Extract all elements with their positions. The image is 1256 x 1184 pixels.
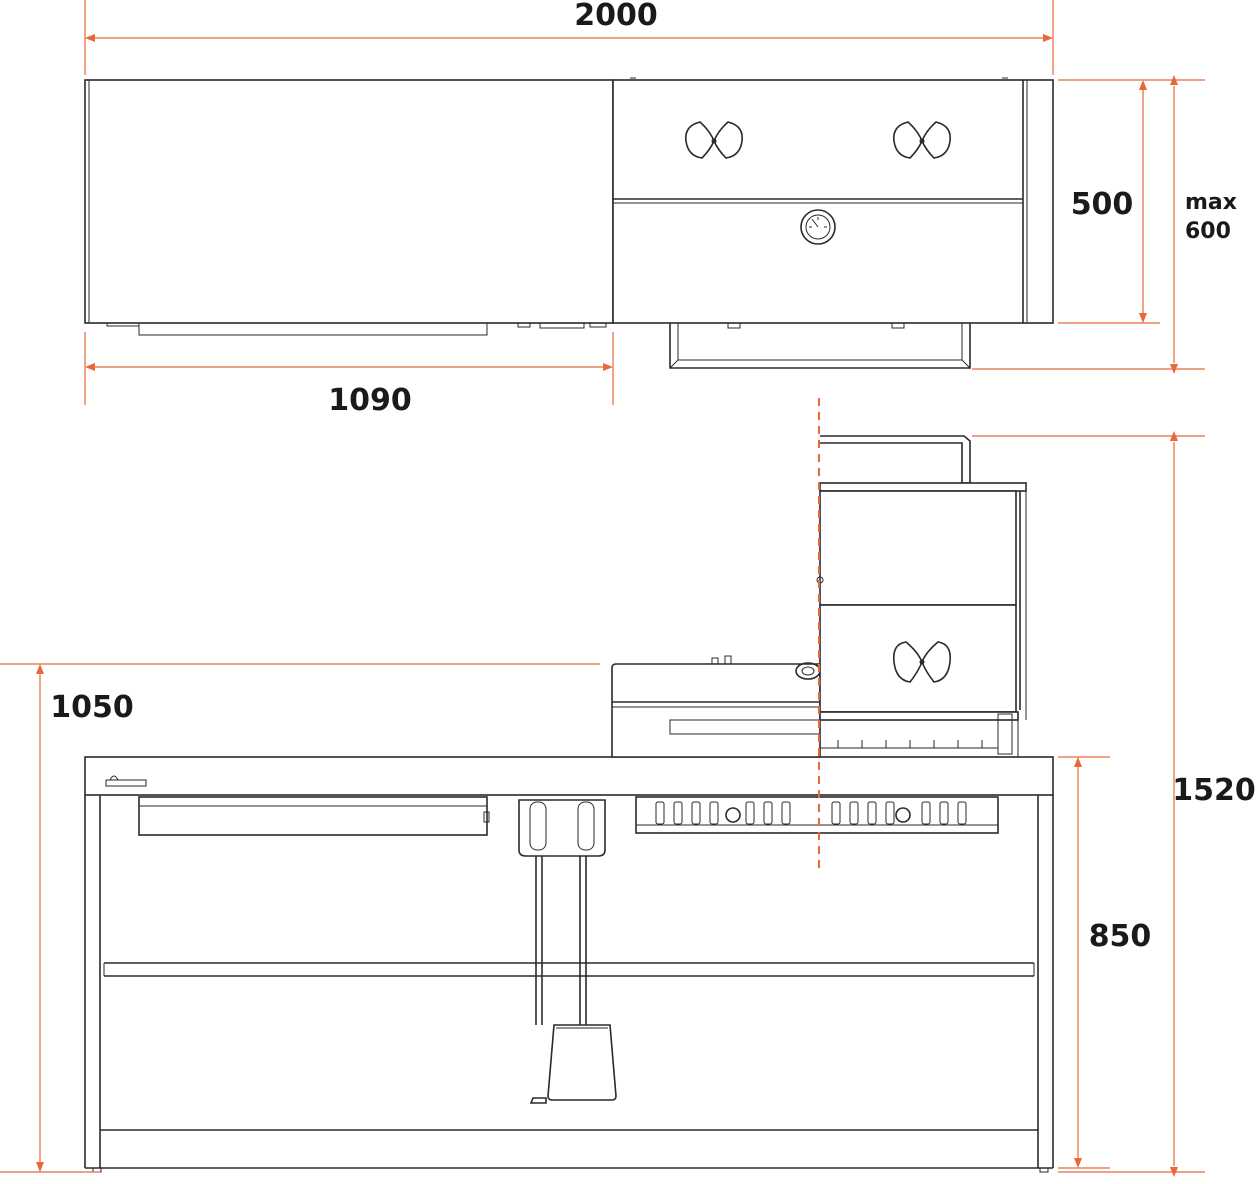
dim-max-depth-line1: max [1185, 190, 1237, 215]
dimension-500: 500 [1058, 79, 1160, 324]
knob-icon-2 [895, 807, 911, 823]
knob-icon-1 [725, 807, 741, 823]
dimension-2000: 2000 [84, 0, 1054, 75]
thermometer-icon [800, 209, 836, 245]
burner-icon-2 [892, 121, 952, 159]
control-panel [635, 796, 999, 834]
dim-total-width: 2000 [574, 0, 658, 33]
dimension-1090: 1090 [84, 332, 614, 418]
front-shelf [138, 796, 488, 836]
top-side-tray [669, 322, 971, 369]
dimension-850: 850 [1058, 756, 1152, 1169]
grill-hood [816, 435, 1027, 758]
side-burner-module [611, 655, 821, 758]
dimension-1520: 1520 [972, 431, 1256, 1177]
brand-logo [105, 775, 147, 787]
grill-burner-icon [892, 641, 952, 683]
countertop [84, 756, 1054, 796]
dim-total-height: 1050 [50, 690, 134, 725]
dimension-1050: 1050 [0, 663, 600, 1173]
top-left-module [84, 79, 614, 324]
top-view [84, 77, 1054, 369]
burner-icon-1 [684, 121, 744, 159]
dim-max-depth-line2: 600 [1185, 219, 1231, 244]
dim-counter-height: 850 [1089, 919, 1152, 954]
dim-max-height: 1520 [1172, 773, 1256, 808]
top-grill-module [612, 79, 1054, 324]
dim-depth: 500 [1071, 187, 1134, 222]
dimension-max-600: max 600 [972, 75, 1237, 374]
utensil-holder [518, 799, 617, 1104]
top-left-shelf [138, 322, 488, 336]
front-view [84, 398, 1054, 1173]
dim-left-module-width: 1090 [328, 383, 412, 418]
